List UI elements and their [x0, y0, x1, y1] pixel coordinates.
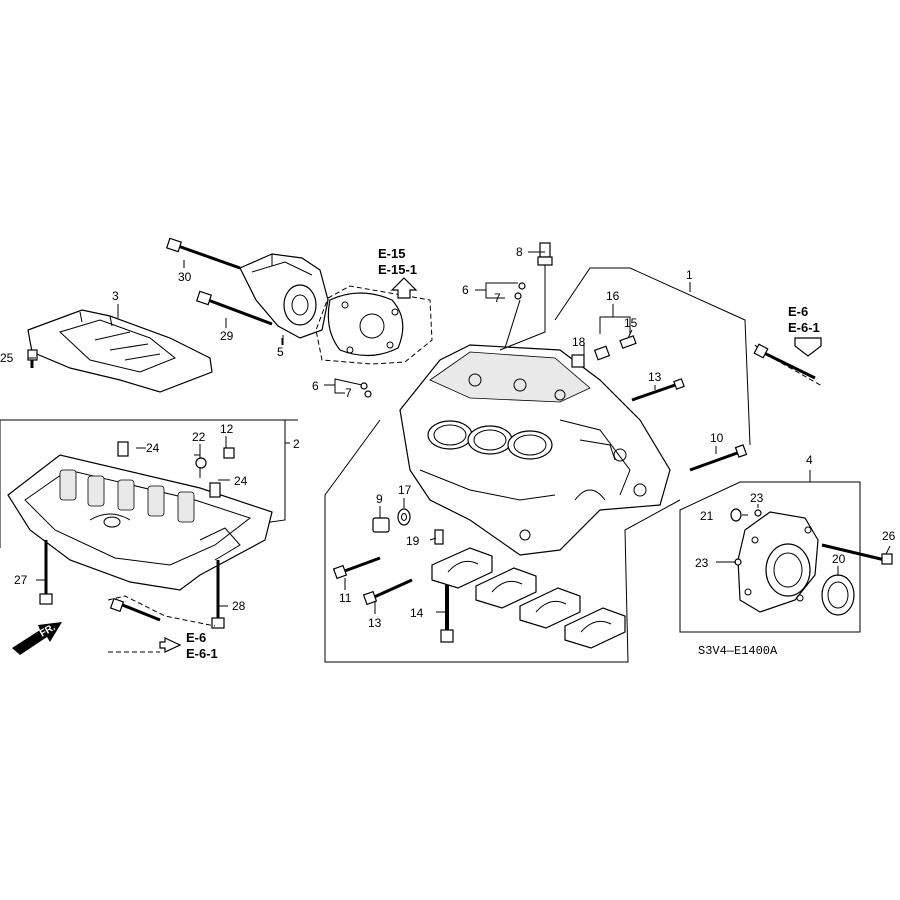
ref-e6-1-bottom[interactable]: E-6-1: [186, 646, 218, 661]
callout-22: 22: [192, 430, 206, 444]
callout-9: 9: [376, 492, 383, 506]
ref-e15-1[interactable]: E-15-1: [378, 262, 417, 277]
callout-23-upper: 23: [750, 491, 764, 505]
ref-arrow-e15[interactable]: [390, 277, 418, 299]
bolt-13-upper[interactable]: [631, 378, 685, 402]
callout-7-upper: 7: [494, 291, 501, 305]
bolt-10[interactable]: [689, 444, 748, 472]
engine-mount-bracket-5[interactable]: [239, 253, 329, 345]
baffle-plate-3[interactable]: [27, 309, 213, 393]
ref-e6-top[interactable]: E-6: [788, 304, 808, 319]
oil-seal-fasteners[interactable]: [730, 508, 893, 566]
callout-18: 18: [572, 335, 586, 349]
callout-24-upper: 24: [146, 441, 160, 455]
callout-numbers: 1 2 3 4 5 6 7 6 7 8 9 10 11 12 13 13 14 …: [0, 245, 896, 630]
dowel-pin-group-upper[interactable]: [475, 282, 526, 349]
knock-sensor-part[interactable]: [499, 242, 553, 351]
callout-15: 15: [624, 316, 638, 330]
callout-30: 30: [178, 270, 192, 284]
callout-1: 1: [686, 268, 693, 282]
cylinder-block[interactable]: [399, 344, 671, 556]
callout-4: 4: [806, 453, 813, 467]
water-pump-gasket-group[interactable]: [315, 285, 433, 398]
callout-6-lower: 6: [312, 379, 319, 393]
bolt-30[interactable]: [165, 237, 241, 270]
oil-seal-frame: [679, 470, 861, 633]
callout-5: 5: [277, 345, 284, 359]
callout-20: 20: [832, 552, 846, 566]
callout-2: 2: [293, 437, 300, 451]
ref-arrow-e6-top[interactable]: [753, 337, 823, 387]
ref-e15[interactable]: E-15: [378, 246, 405, 261]
callout-26: 26: [882, 529, 896, 543]
bolt-25[interactable]: [27, 349, 38, 368]
reference-labels[interactable]: E-15 E-15-1 E-6 E-6-1 E-6 E-6-1: [186, 246, 820, 661]
oil-seal-20[interactable]: [821, 574, 855, 616]
callout-19: 19: [406, 534, 420, 548]
callout-13-lower: 13: [368, 616, 382, 630]
callout-24-lower: 24: [234, 474, 248, 488]
ref-e6-1-top[interactable]: E-6-1: [788, 320, 820, 335]
front-direction-arrow: FR.: [12, 622, 62, 655]
lower-bolt-e6[interactable]: [107, 595, 216, 653]
bolts-lower-left[interactable]: [332, 556, 413, 606]
oil-pressure-switch-group[interactable]: [571, 304, 637, 368]
callout-12: 12: [220, 422, 234, 436]
bolt-29[interactable]: [195, 290, 273, 326]
callout-17: 17: [398, 483, 412, 497]
callout-25: 25: [0, 351, 14, 365]
bearing-caps[interactable]: [431, 547, 626, 649]
callout-21: 21: [700, 509, 714, 523]
callout-29: 29: [220, 329, 234, 343]
block-assembly-frame: [324, 267, 751, 663]
callout-7-lower: 7: [345, 386, 352, 400]
plug-and-washer[interactable]: [372, 508, 411, 533]
callout-16: 16: [606, 289, 620, 303]
callout-3: 3: [112, 289, 119, 303]
oil-pan-fasteners[interactable]: [39, 441, 235, 629]
callout-28: 28: [232, 599, 246, 613]
leader-lines: [28, 251, 891, 614]
callout-27: 27: [14, 573, 28, 587]
callout-8: 8: [516, 245, 523, 259]
callout-10: 10: [710, 431, 724, 445]
callout-14: 14: [410, 606, 424, 620]
stud-14[interactable]: [440, 582, 454, 643]
oil-pan-2[interactable]: [7, 454, 273, 591]
callout-6-upper: 6: [462, 283, 469, 297]
oil-seal-case-4[interactable]: [737, 511, 819, 613]
ref-e6-bottom[interactable]: E-6: [186, 630, 206, 645]
callout-11: 11: [339, 591, 352, 605]
diagram-code: S3V4—E1400A: [698, 644, 778, 658]
callout-13-upper: 13: [648, 370, 662, 384]
callout-23-lower: 23: [695, 556, 709, 570]
dowel-19[interactable]: [434, 529, 444, 545]
